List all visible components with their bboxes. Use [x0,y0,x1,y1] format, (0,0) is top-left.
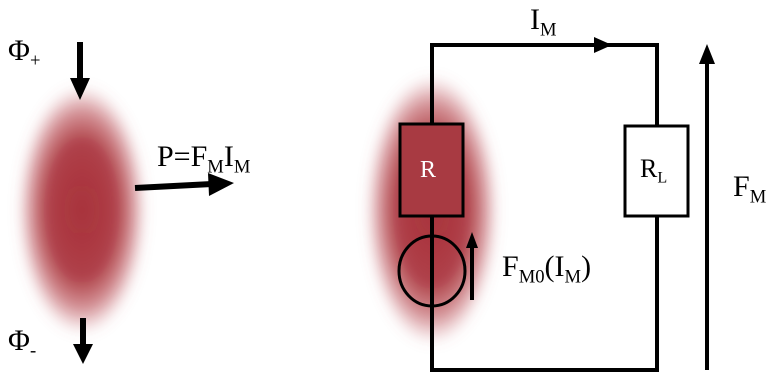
source-arg-close: ) [581,250,592,283]
power-label: P=FMIM [157,142,250,177]
resistor-r [398,122,465,218]
source-label: FM0(IM) [502,252,591,287]
phi-plus-label: Φ+ [8,36,40,71]
resistor-load-label: RL [640,156,667,187]
current-direction-arrow [594,37,612,53]
power-prefix: P=F [157,140,208,173]
phi-minus-subscript: - [29,340,37,362]
flux-out-arrow [73,318,93,364]
mmf-label: FM [733,172,766,207]
current-label: IM [530,5,557,40]
resistor-load [623,124,690,218]
mmf-subscript: M [749,186,767,208]
current-subscript: M [540,19,557,41]
mmf-source-circle [397,234,467,308]
mmf-voltage-arrow [699,44,715,370]
resistor-load-symbol: R [640,154,658,183]
phi-plus-symbol: Φ [8,34,30,67]
flux-in-arrow [70,42,90,100]
power-mid: I [223,140,234,173]
current-symbol: I [530,3,540,36]
power-arrow [134,173,234,196]
power-sub-1: M [207,156,224,178]
source-arg-subscript: M [564,266,582,288]
phi-minus-symbol: Φ [8,324,30,357]
resistor-r-label: R [420,157,437,183]
circuit-loop-top-wire [430,43,659,126]
source-direction-arrow [466,232,478,300]
phi-minus-label: Φ- [8,326,36,361]
left-magnetic-element [18,85,146,335]
source-arg-open: (I [544,250,565,283]
mmf-symbol: F [733,170,750,203]
source-prefix: F [502,250,519,283]
circuit-loop-right-wire [430,216,659,372]
phi-plus-subscript: + [29,50,41,72]
source-subscript: M0 [518,266,545,288]
power-sub-2: M [233,156,251,178]
resistor-load-subscript: L [657,169,668,187]
